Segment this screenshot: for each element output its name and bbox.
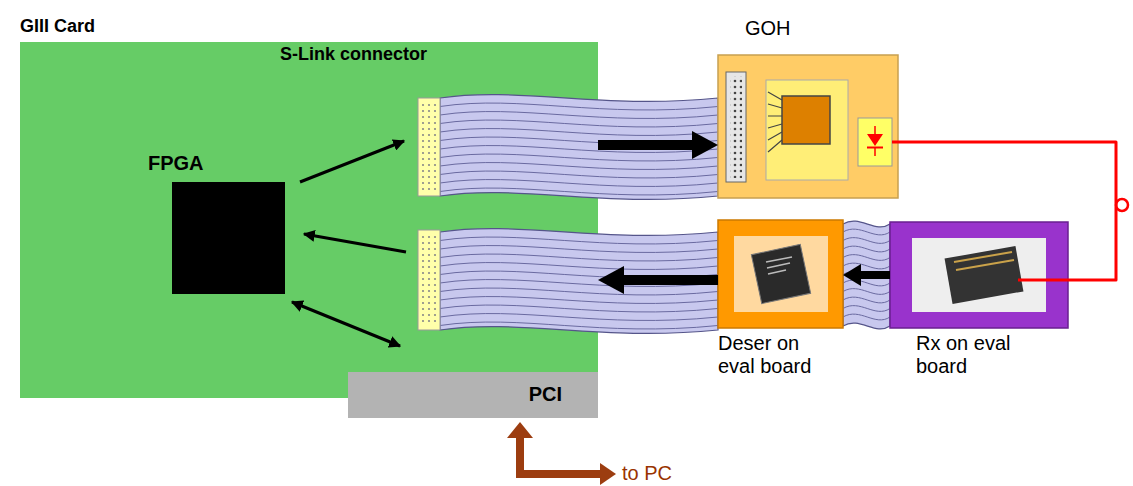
illustration-part bbox=[440, 163, 718, 170]
illustration-part bbox=[600, 463, 616, 485]
illustration-part bbox=[422, 234, 436, 326]
ribbon-cable bbox=[440, 95, 718, 200]
illustration-part bbox=[843, 306, 890, 312]
arrow-head bbox=[692, 131, 718, 159]
card-title: GIII Card bbox=[20, 16, 95, 37]
illustration-part bbox=[843, 229, 890, 235]
data-arrow bbox=[292, 302, 400, 346]
illustration-part bbox=[843, 221, 890, 329]
chip-label: FPGA bbox=[148, 152, 204, 175]
illustration-part bbox=[843, 255, 890, 261]
illustration-part bbox=[726, 72, 746, 182]
illustration-part bbox=[912, 238, 1046, 312]
connector-label: S-Link connector bbox=[280, 44, 427, 65]
illustration-part bbox=[440, 103, 718, 110]
fpga-chip: FPGA bbox=[172, 182, 285, 294]
illustration-part bbox=[440, 171, 718, 178]
illustration-part bbox=[766, 257, 792, 274]
illustration-part bbox=[440, 314, 718, 321]
illustration-part bbox=[867, 134, 883, 146]
board-label: Rx on eval board bbox=[916, 332, 1036, 378]
illustration-part bbox=[843, 297, 890, 303]
illustration-part bbox=[874, 126, 876, 134]
illustration-part bbox=[734, 236, 828, 312]
deser-board-art bbox=[718, 220, 843, 328]
illustration-part bbox=[440, 254, 718, 261]
illustration-part bbox=[874, 148, 876, 156]
illustration-part bbox=[843, 238, 890, 244]
illustration-part bbox=[516, 436, 602, 476]
slink-connector bbox=[418, 98, 440, 196]
illustration-part bbox=[766, 80, 848, 180]
illustration-part bbox=[440, 95, 718, 200]
arrow-head bbox=[598, 266, 624, 294]
board-label: GOH bbox=[745, 17, 791, 40]
illustration-part bbox=[422, 102, 436, 192]
optical-fiber bbox=[898, 142, 1116, 280]
illustration-part bbox=[843, 289, 890, 295]
illustration-part bbox=[440, 112, 718, 119]
illustration-part bbox=[507, 422, 533, 438]
goh-board: GOH bbox=[718, 55, 898, 198]
illustration-part bbox=[843, 314, 890, 320]
data-flow-arrow bbox=[843, 264, 890, 286]
connector-line bbox=[861, 271, 890, 279]
arrow-head bbox=[843, 264, 861, 286]
illustration-part bbox=[843, 280, 890, 286]
pci-connector: PCI bbox=[348, 372, 598, 418]
data-flow-arrow bbox=[598, 131, 718, 159]
deser-board: Deser on eval board bbox=[718, 220, 843, 328]
connector-line bbox=[624, 275, 718, 285]
illustration-part bbox=[440, 237, 718, 244]
illustration-part bbox=[440, 263, 718, 270]
connector-label: PCI bbox=[529, 383, 562, 406]
ribbon-cable bbox=[440, 229, 718, 334]
illustration-part bbox=[440, 154, 718, 161]
bus-arrow bbox=[507, 422, 616, 485]
fiber-connector bbox=[1116, 199, 1128, 211]
illustration-part bbox=[440, 229, 718, 334]
illustration-part bbox=[843, 263, 890, 269]
illustration-part bbox=[440, 129, 718, 136]
illustration-part bbox=[440, 280, 718, 287]
illustration-part bbox=[858, 118, 892, 166]
illustration-part bbox=[418, 98, 440, 196]
illustration-part bbox=[751, 244, 810, 303]
illustration-part bbox=[890, 222, 1068, 328]
connector-line bbox=[898, 142, 1116, 280]
illustration-part bbox=[718, 55, 898, 198]
board-label: Deser on eval board bbox=[718, 332, 828, 378]
illustration-part bbox=[892, 141, 898, 144]
illustration-part bbox=[440, 180, 718, 187]
illustration-part bbox=[440, 305, 718, 312]
illustration-part bbox=[440, 120, 718, 127]
illustration-part bbox=[440, 288, 718, 295]
rx-board: Rx on eval board bbox=[890, 222, 1068, 328]
illustration-part bbox=[440, 322, 718, 329]
slink-connector bbox=[418, 230, 440, 330]
ribbon-cable bbox=[843, 221, 890, 329]
illustration-part bbox=[730, 76, 742, 178]
illustration-part bbox=[945, 246, 1024, 304]
data-arrow bbox=[304, 234, 406, 252]
connector-line bbox=[598, 140, 692, 150]
illustration-part bbox=[954, 252, 1014, 270]
illustration-part bbox=[1018, 279, 1068, 282]
rx-board-art bbox=[890, 222, 1068, 328]
illustration-part bbox=[843, 246, 890, 252]
illustration-part bbox=[440, 188, 718, 195]
illustration-part bbox=[768, 92, 782, 152]
output-label: to PC bbox=[622, 462, 672, 485]
goh-board-art bbox=[718, 55, 898, 198]
pci-card: GIII CardFPGA bbox=[20, 42, 598, 398]
illustration-part bbox=[782, 96, 830, 144]
illustration-part bbox=[418, 230, 440, 330]
illustration-part bbox=[440, 297, 718, 304]
illustration-part bbox=[440, 146, 718, 153]
data-arrow bbox=[300, 141, 404, 182]
data-flow-arrow bbox=[598, 266, 718, 294]
illustration-part bbox=[440, 246, 718, 253]
illustration-part bbox=[718, 220, 843, 328]
